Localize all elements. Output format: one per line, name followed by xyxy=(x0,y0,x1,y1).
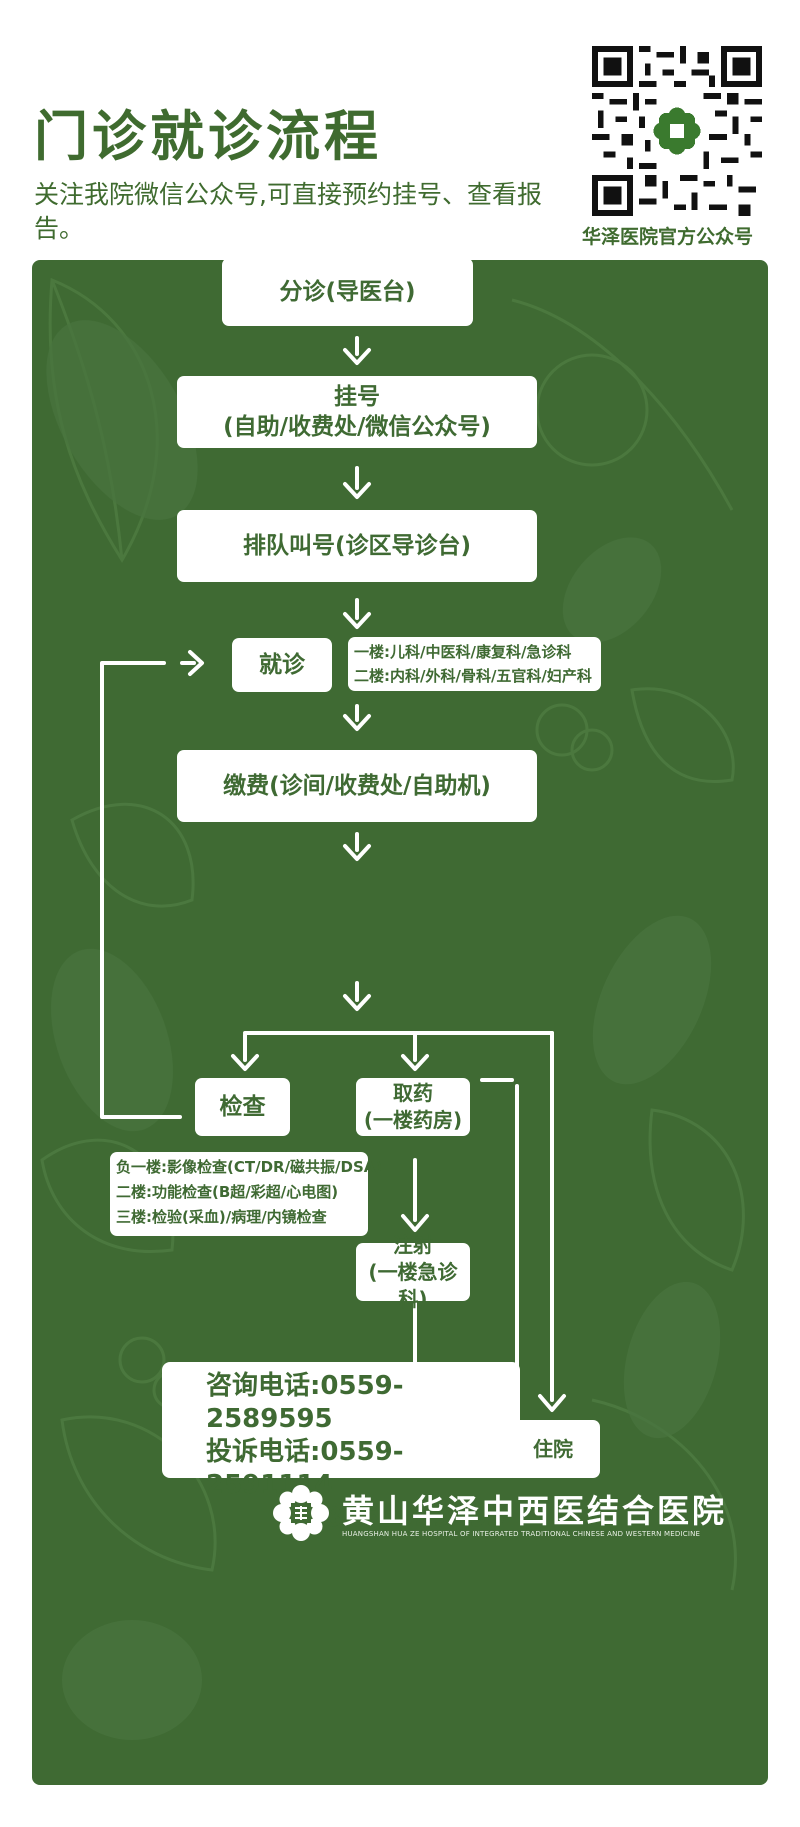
down-arrow-icon xyxy=(343,832,371,861)
hospital-flower-logo xyxy=(273,1485,329,1541)
queue-step[interactable]: 排队叫号(诊区导诊台) xyxy=(177,510,537,582)
triage-step[interactable]: 分诊(导医台) xyxy=(222,260,473,326)
pharmacy-step[interactable]: 取药 (一楼药房) xyxy=(356,1078,470,1136)
down-arrow-icon xyxy=(401,1214,429,1232)
payment-step[interactable]: 缴费(诊间/收费处/自助机) xyxy=(177,750,537,822)
down-arrow-icon xyxy=(343,598,371,629)
down-arrow-icon xyxy=(401,1033,429,1071)
mobile-phone[interactable]: 18955939595 xyxy=(306,1503,505,1533)
page-title: 门诊就诊流程 xyxy=(34,105,382,168)
contact-box: 咨询电话:0559-2589595 投诉电话:0559-2591114 1895… xyxy=(162,1362,520,1533)
flow-panel: 分诊(导医台) 挂号 (自助/收费处/微信公众号) 排队叫号(诊区导诊台) 就诊… xyxy=(32,260,768,1785)
injection-step[interactable]: 注射 (一楼急诊科) xyxy=(356,1233,470,1311)
down-arrow-icon xyxy=(343,981,371,1011)
hospital-name-en: HUANGSHAN HUA ZE HOSPITAL OF INTEGRATED … xyxy=(342,1530,701,1538)
botanical-background xyxy=(40,277,745,1740)
down-arrow-icon xyxy=(231,1033,259,1071)
down-arrow-icon xyxy=(343,704,371,731)
down-arrow-icon xyxy=(343,336,371,365)
page-subtitle: 关注我院微信公众号,可直接预约挂号、查看报告。 xyxy=(34,180,542,243)
right-arrow-icon xyxy=(180,650,204,676)
flow-connectors xyxy=(100,336,566,1412)
down-arrow-icon xyxy=(343,466,371,499)
down-arrow-icon xyxy=(538,1394,566,1412)
exam-step[interactable]: 检查 xyxy=(195,1078,290,1136)
exam-locations: 负一楼:影像检查(CT/DR/磁共振/DSA) 二楼:功能检查(B超/彩超/心电… xyxy=(110,1152,382,1236)
qr-caption: 华泽医院官方公众号 xyxy=(582,226,754,248)
consult-departments: 一楼:儿科/中医科/康复科/急诊科 二楼:内科/外科/骨科/五官科/妇产科 xyxy=(348,637,601,691)
consult-phone[interactable]: 咨询电话:0559-2589595 xyxy=(206,1371,404,1434)
register-step[interactable]: 挂号 (自助/收费处/微信公众号) xyxy=(177,376,537,448)
qr-code[interactable] xyxy=(592,46,762,216)
hospital-name: 黄山华泽中西医结合医院 xyxy=(342,1492,728,1530)
inpatient-step[interactable]: 住院 xyxy=(506,1420,600,1478)
consult-step[interactable]: 就诊 xyxy=(232,638,332,692)
